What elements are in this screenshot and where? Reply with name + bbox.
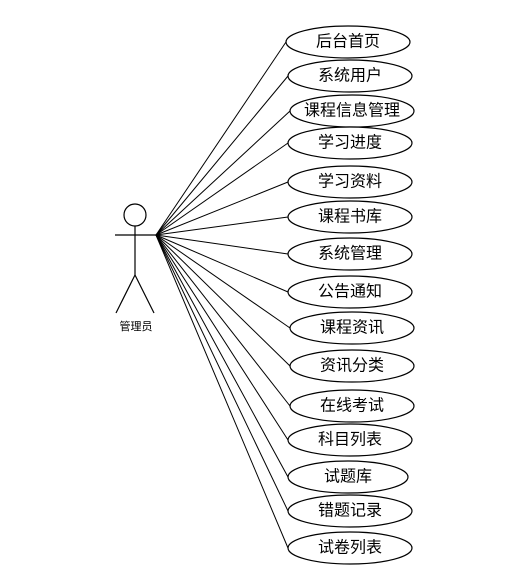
- use-case-announcements: 公告通知: [287, 275, 413, 309]
- association-line: [155, 234, 289, 478]
- use-case-subject-list: 科目列表: [287, 423, 413, 457]
- use-cases: 后台首页 系统用户 课程信息管理 学习进度 学习资料 课程书库: [285, 25, 415, 565]
- use-case-system-users: 系统用户: [287, 59, 413, 93]
- use-case-course-info-management: 课程信息管理: [289, 94, 415, 128]
- use-case-label: 系统用户: [318, 66, 382, 85]
- use-case-label: 学习进度: [318, 133, 382, 152]
- association-line: [155, 234, 291, 329]
- use-case-label: 试题库: [324, 467, 372, 486]
- association-line: [155, 234, 289, 255]
- use-case-learning-materials: 学习资料: [287, 165, 413, 199]
- use-case-label: 科目列表: [318, 430, 382, 449]
- use-case-label: 后台首页: [316, 32, 380, 51]
- association-line: [155, 234, 289, 441]
- actor-head: [123, 203, 147, 227]
- association-line: [155, 234, 289, 512]
- use-case-label: 学习资料: [318, 172, 382, 191]
- association-line: [155, 234, 289, 549]
- use-case-label: 公告通知: [318, 282, 382, 301]
- use-case-label: 课程信息管理: [304, 101, 400, 120]
- actor-label: 管理员: [120, 319, 153, 333]
- use-case-course-library: 课程书库: [287, 200, 413, 234]
- actor-right-leg: [134, 274, 155, 314]
- use-case-label: 试卷列表: [318, 538, 382, 557]
- association-line: [155, 75, 289, 236]
- association-line: [155, 142, 289, 236]
- use-case-system-management: 系统管理: [287, 237, 413, 271]
- use-case-dashboard: 后台首页: [285, 25, 411, 59]
- use-case-label: 课程资讯: [320, 318, 384, 337]
- use-case-label: 错题记录: [318, 501, 382, 520]
- use-case-learning-progress: 学习进度: [287, 126, 413, 160]
- association-line: [155, 234, 291, 407]
- use-case-news-categories: 资讯分类: [289, 349, 415, 383]
- use-case-label: 系统管理: [318, 244, 382, 263]
- use-case-question-bank: 试题库: [287, 460, 409, 494]
- actor-left-leg: [115, 274, 136, 314]
- association-lines: [155, 41, 291, 549]
- use-case-label: 资讯分类: [320, 356, 384, 375]
- actor-admin: 管理员: [115, 203, 156, 333]
- use-case-course-news: 课程资讯: [289, 311, 415, 345]
- use-case-wrong-answer-records: 错题记录: [287, 494, 413, 528]
- association-line: [155, 234, 291, 367]
- association-line: [155, 216, 289, 236]
- association-line: [155, 234, 289, 293]
- use-case-label: 在线考试: [320, 396, 384, 415]
- use-case-online-exam: 在线考试: [289, 389, 415, 423]
- association-line: [155, 110, 291, 236]
- use-case-exam-paper-list: 试卷列表: [287, 531, 413, 565]
- association-line: [155, 181, 289, 236]
- use-case-label: 课程书库: [318, 207, 382, 226]
- association-line: [155, 41, 287, 236]
